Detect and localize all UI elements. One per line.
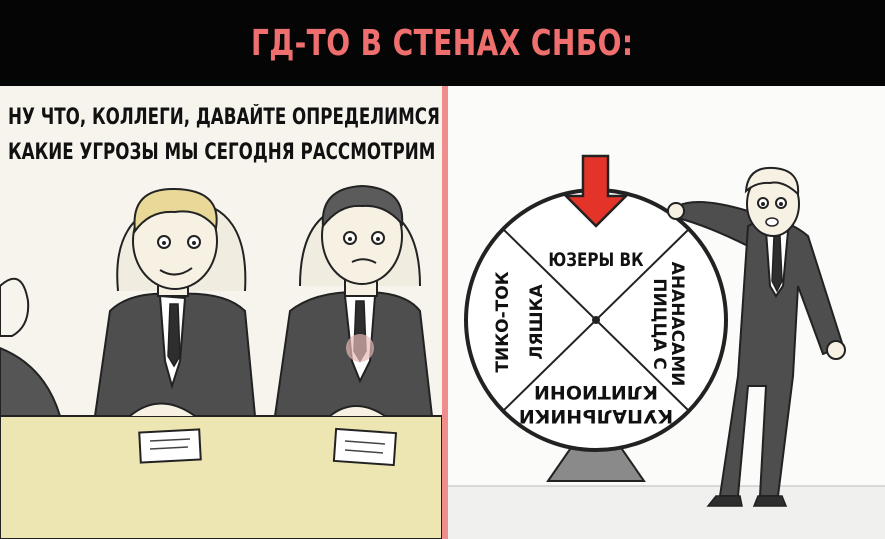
segment-bottom-label-1: КУПАЛЬНИКИ <box>519 405 673 427</box>
pointer-arrow-icon <box>562 154 630 228</box>
partial-person-left <box>0 277 62 417</box>
caption-line-1: НУ ЧТО, КОЛЛЕГИ, ДАВАЙТЕ ОПРЕДЕЛИМСЯ <box>8 105 440 130</box>
segment-left-label-1: ТИКО-ТОК <box>493 271 513 372</box>
right-panel: ЮЗЕРЫ ВК ПИЦЦА С АНАНАСАМИ КУПАЛЬНИКИ КЛ… <box>448 86 885 539</box>
segment-top-label: ЮЗЕРЫ ВК <box>548 249 643 271</box>
left-panel <box>0 86 442 539</box>
official-2 <box>273 184 434 417</box>
meeting-illustration <box>0 86 442 539</box>
wheel-illustration: ЮЗЕРЫ ВК ПИЦЦА С АНАНАСАМИ КУПАЛЬНИКИ КЛ… <box>448 154 885 539</box>
fortune-wheel: ЮЗЕРЫ ВК ПИЦЦА С АНАНАСАМИ КУПАЛЬНИКИ КЛ… <box>464 188 728 452</box>
segment-right-label-2: АНАНАСАМИ <box>667 262 687 387</box>
speech-caption: НУ ЧТО, КОЛЛЕГИ, ДАВАЙТЕ ОПРЕДЕЛИМСЯ КАК… <box>8 100 440 170</box>
official-1 <box>93 187 257 417</box>
segment-bottom-label-2: КЛИТИОНИ <box>534 381 658 403</box>
caption-line-2: КАКИЕ УГРОЗЫ МЫ СЕГОДНЯ РАССМОТРИМ <box>8 140 436 165</box>
segment-left-label-2: ЛЯШКА <box>527 284 547 360</box>
comic-title: ГД-ТО В СТЕНАХ СНБО: <box>251 22 634 64</box>
presenter <box>667 166 846 507</box>
segment-right-label-1: ПИЦЦА С <box>649 278 669 370</box>
comic-header: ГД-ТО В СТЕНАХ СНБО: <box>0 0 885 86</box>
panel-divider <box>442 86 448 539</box>
